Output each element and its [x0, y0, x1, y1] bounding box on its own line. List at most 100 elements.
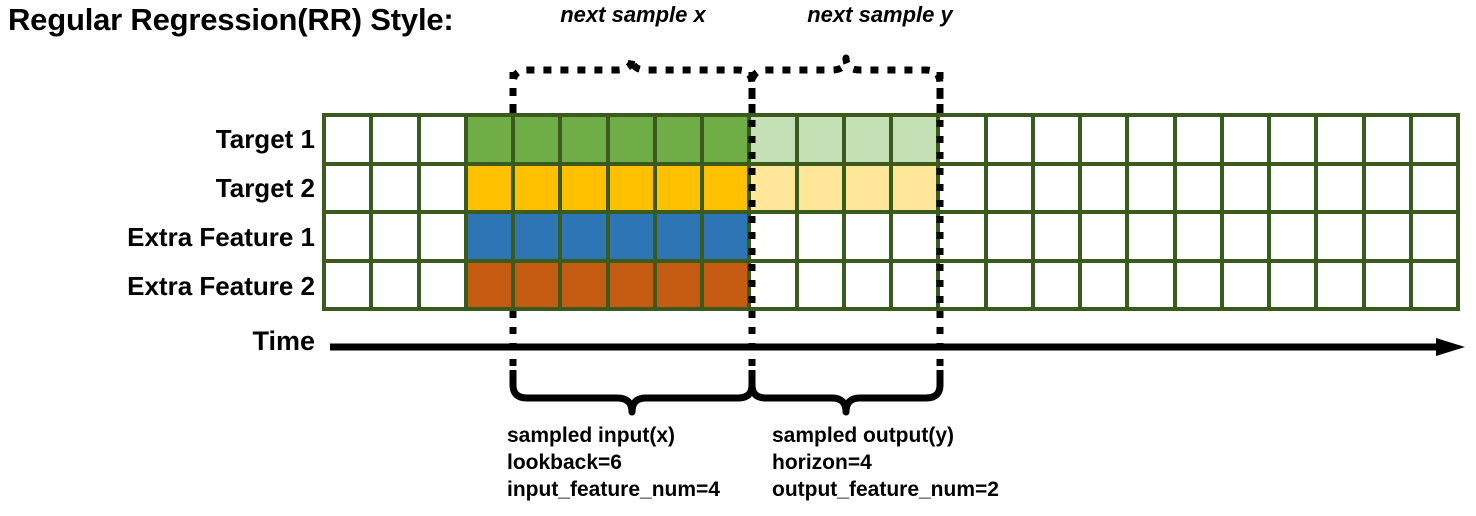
grid-cell: [1176, 117, 1220, 162]
grid-cell: [420, 165, 464, 210]
grid-cell: [326, 117, 370, 162]
grid-cell: [1365, 165, 1409, 210]
grid-cell: [845, 117, 889, 162]
grid-cell: [845, 165, 889, 210]
grid-cell: [1318, 262, 1362, 307]
grid-cell: [1129, 214, 1173, 259]
grid-cell: [751, 165, 795, 210]
grid-cell: [656, 214, 700, 259]
grid-cell: [845, 214, 889, 259]
grid-cell: [1318, 214, 1362, 259]
grid-cell: [987, 117, 1031, 162]
grid-row-target-2: [326, 165, 1456, 210]
grid-cell: [940, 214, 984, 259]
time-axis-label: Time: [252, 326, 315, 356]
grid-cell: [420, 117, 464, 162]
grid-cell: [373, 262, 417, 307]
grid-cell: [1271, 165, 1315, 210]
grid-cell: [1176, 214, 1220, 259]
grid-cell: [893, 117, 937, 162]
next-sample-y-label: next sample y: [807, 2, 953, 27]
grid-cell: [1223, 214, 1267, 259]
grid-cell: [798, 214, 842, 259]
grid-cell: [1082, 165, 1126, 210]
grid-cell: [940, 262, 984, 307]
grid-cell: [1223, 165, 1267, 210]
grid-cell: [1271, 117, 1315, 162]
grid-cell: [704, 117, 748, 162]
grid-cell: [515, 165, 559, 210]
grid-cell: [1034, 117, 1078, 162]
grid-cell: [845, 262, 889, 307]
grid-cell: [326, 214, 370, 259]
grid-cell: [1412, 214, 1456, 259]
grid-cell: [987, 214, 1031, 259]
grid-cell: [373, 214, 417, 259]
grid-cell: [515, 117, 559, 162]
grid-cell: [704, 165, 748, 210]
brace-next-sample-y: [748, 54, 944, 113]
grid-cell: [1034, 262, 1078, 307]
grid-cell: [562, 117, 606, 162]
caption-output-line-2: horizon=4: [772, 451, 872, 474]
caption-output-line-1: sampled output(y): [772, 424, 954, 447]
grid-cell: [893, 262, 937, 307]
grid-cell: [987, 262, 1031, 307]
grid-cell: [656, 165, 700, 210]
grid-cell: [1176, 262, 1220, 307]
grid-cell: [373, 117, 417, 162]
grid-cell: [420, 214, 464, 259]
grid-cell: [515, 214, 559, 259]
grid-cell: [326, 262, 370, 307]
grid-cell: [798, 262, 842, 307]
grid-cell: [1271, 214, 1315, 259]
brace-next-sample-x: [509, 54, 756, 113]
grid-cell: [1318, 117, 1362, 162]
timeline-grid: [322, 113, 1460, 311]
row-label-extra-feature-2: Extra Feature 2: [127, 271, 315, 301]
grid-cell: [1365, 117, 1409, 162]
grid-cell: [1365, 262, 1409, 307]
grid-cell: [1129, 262, 1173, 307]
caption-input-line-2: lookback=6: [507, 451, 622, 474]
grid-cell: [656, 262, 700, 307]
row-label-target-1: Target 1: [215, 124, 315, 154]
time-axis-arrow: [330, 338, 1465, 356]
grid-cell: [1082, 117, 1126, 162]
caption-sampled-input: sampled input(x) lookback=6 input_featur…: [507, 422, 720, 503]
grid-cell: [940, 117, 984, 162]
grid-cell: [420, 262, 464, 307]
grid-cell: [326, 165, 370, 210]
row-label-column: Target 1 Target 2 Extra Feature 1 Extra …: [15, 115, 315, 311]
grid-cell: [1412, 117, 1456, 162]
grid-cell: [704, 262, 748, 307]
caption-input-line-3: input_feature_num=4: [507, 478, 720, 501]
grid-cell: [1034, 165, 1078, 210]
grid-cell: [609, 214, 653, 259]
grid-cell: [940, 165, 984, 210]
grid-row-target-1: [326, 117, 1456, 162]
grid-cell: [987, 165, 1031, 210]
grid-cell: [609, 165, 653, 210]
grid-cell: [1223, 117, 1267, 162]
next-sample-x-label: next sample x: [560, 2, 706, 27]
grid-cell: [704, 214, 748, 259]
grid-cell: [562, 262, 606, 307]
grid-cell: [656, 117, 700, 162]
grid-cell: [798, 117, 842, 162]
grid-cell: [467, 214, 511, 259]
grid-row-extra-feature-1: [326, 214, 1456, 259]
grid-cell: [798, 165, 842, 210]
grid-cell: [1412, 262, 1456, 307]
grid-cell: [1176, 165, 1220, 210]
grid-cell: [562, 165, 606, 210]
grid-cell: [562, 214, 606, 259]
grid-cell: [893, 214, 937, 259]
grid-row-extra-feature-2: [326, 262, 1456, 307]
grid-cell: [373, 165, 417, 210]
grid-cell: [1412, 165, 1456, 210]
page-title: Regular Regression(RR) Style:: [8, 2, 454, 37]
grid-cell: [1129, 117, 1173, 162]
row-label-target-2: Target 2: [215, 173, 315, 203]
